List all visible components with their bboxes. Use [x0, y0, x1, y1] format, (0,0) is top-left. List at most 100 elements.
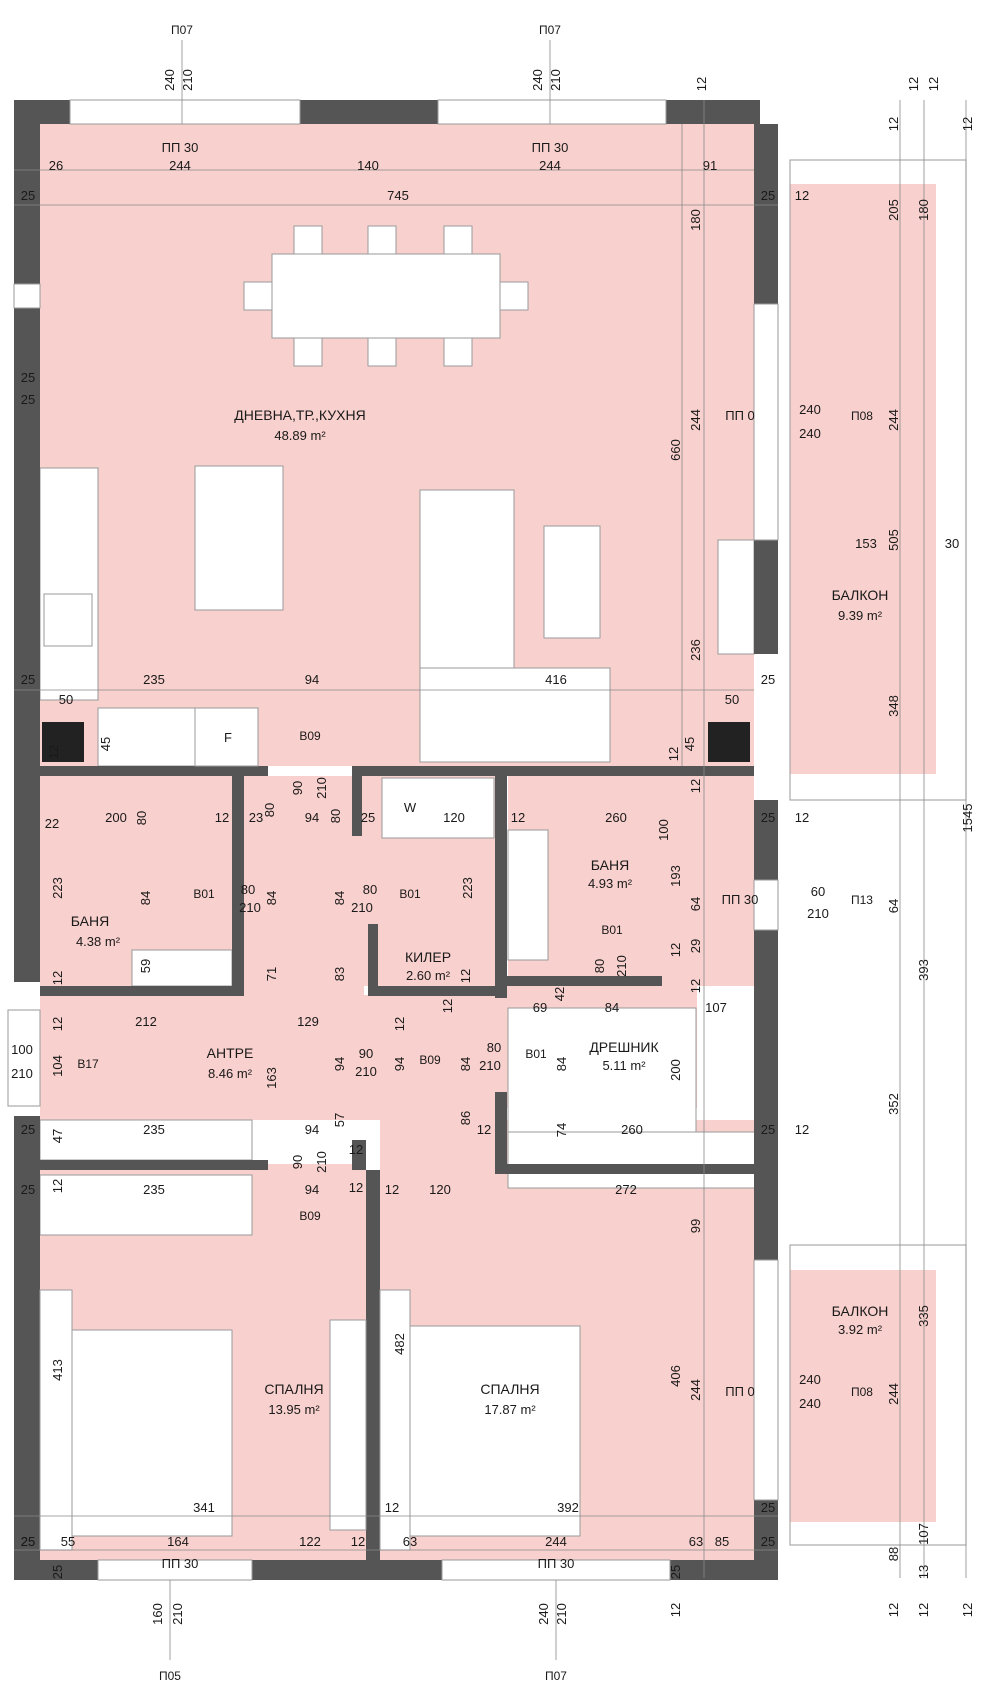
wall-right-lower1	[754, 800, 778, 880]
wall-storage-left2	[368, 924, 378, 990]
window-top-right	[437, 99, 667, 125]
dim-label: 59	[138, 959, 153, 973]
dim-label: 25	[21, 672, 35, 687]
dim-label: 91	[703, 158, 717, 173]
chair	[293, 337, 323, 367]
dim-label: 80	[487, 1040, 501, 1055]
window-tag-right-small: П13	[851, 893, 873, 907]
dim-label: 80	[328, 809, 343, 823]
dim-label: 104	[50, 1055, 65, 1077]
storage-area: 2.60 m²	[406, 968, 451, 983]
dim-label: 240	[799, 402, 821, 417]
dim-label: 244	[886, 409, 901, 431]
wall-top-left	[14, 100, 70, 124]
door-tag-closet: B01	[525, 1047, 547, 1061]
dim-label: 25	[21, 188, 35, 203]
balcony-top-fill	[790, 184, 936, 774]
bath-left-name: БАНЯ	[71, 913, 109, 929]
window-top-left	[69, 99, 301, 125]
window-frames	[7, 99, 779, 1581]
dim-label: 64	[688, 897, 703, 911]
wall-closet-bottom	[495, 1164, 755, 1174]
dim-label: 63	[403, 1534, 417, 1549]
wall-storage-left	[352, 776, 362, 836]
dim-label: 12	[351, 1534, 365, 1549]
dim-label: 352	[886, 1093, 901, 1115]
dim-label: 12	[906, 77, 921, 91]
shafts	[42, 722, 750, 762]
tall-cabinet	[717, 539, 755, 655]
door-tag-hall: B09	[419, 1053, 441, 1067]
dim-label: 12	[795, 1122, 809, 1137]
dim-label: 94	[332, 1057, 347, 1071]
sill-bottom-left: ПП 30	[162, 1556, 199, 1571]
hall-area: 8.46 m²	[208, 1066, 253, 1081]
dim-label: 348	[886, 695, 901, 717]
dim-label: 90	[290, 781, 305, 795]
dim-label: 12	[458, 969, 473, 983]
dim-label: 83	[332, 967, 347, 981]
dim-label: 29	[688, 939, 703, 953]
dim-label: 341	[193, 1500, 215, 1515]
dim-label: 25	[21, 1534, 35, 1549]
dim-label: 223	[460, 877, 475, 899]
dim-label: 25	[761, 1500, 775, 1515]
door-tag-kitchen: B09	[299, 729, 321, 743]
dim-label: 94	[305, 1122, 319, 1137]
bedroom-right-area: 17.87 m²	[484, 1402, 536, 1417]
sill-right-small: ПП 30	[722, 892, 759, 907]
dim-label: 12	[50, 1017, 65, 1031]
dim-label: 244	[545, 1534, 567, 1549]
wall-closet-left	[495, 1092, 507, 1172]
kitchen-counter-left	[39, 467, 99, 701]
wall-bath-left-right	[232, 776, 244, 986]
dim-label: 153	[855, 536, 877, 551]
balcony-top-area: 9.39 m²	[838, 608, 883, 623]
dim-label: 240	[799, 1372, 821, 1387]
dim-label: 12	[886, 1603, 901, 1617]
dim-label: 210	[548, 69, 563, 91]
dim-label: 164	[167, 1534, 189, 1549]
dim-label: 13	[916, 1565, 931, 1579]
door-tag-bedroom: B09	[299, 1209, 321, 1223]
dim-label: 84	[605, 1000, 619, 1015]
chair	[443, 337, 473, 367]
dim-label: 25	[761, 1122, 775, 1137]
wall-left-upper	[14, 124, 40, 284]
sill-right-upper: ПП 0	[725, 408, 755, 423]
sill-top-right: ПП 30	[532, 140, 569, 155]
wall-top-right	[666, 100, 760, 124]
dim-label: 210	[479, 1058, 501, 1073]
window-tag-bottom-left: П05	[159, 1669, 181, 1683]
closet-area: 5.11 m²	[602, 1058, 646, 1073]
dim-label: 25	[761, 1534, 775, 1549]
bedroom-left-area: 13.95 m²	[268, 1402, 320, 1417]
dim-label: 80	[592, 959, 607, 973]
chair	[367, 337, 397, 367]
wall-right-mid	[754, 540, 778, 654]
sill-right-lower: ПП 0	[725, 1384, 755, 1399]
bath-right-name: БАНЯ	[591, 857, 629, 873]
dim-label: 660	[668, 439, 683, 461]
dim-label: 12	[694, 77, 709, 91]
wall-left-lower2	[14, 1116, 40, 1576]
dim-label: 30	[945, 536, 959, 551]
dim-label: 64	[886, 899, 901, 913]
wall-bottom-right	[670, 1560, 778, 1580]
window-tag-bottom-right: П07	[545, 1669, 567, 1683]
dim-label: 71	[264, 967, 279, 981]
balcony-top-name: БАЛКОН	[832, 587, 889, 603]
coffee-table	[543, 525, 601, 639]
door-tag-storage: B01	[399, 887, 421, 901]
fridge	[194, 707, 259, 767]
dim-label: 210	[807, 906, 829, 921]
dim-label: 12	[440, 999, 455, 1013]
wardrobe-right	[379, 1289, 411, 1551]
wall-bath-right-left	[495, 776, 507, 998]
dim-label: 12	[666, 747, 681, 761]
dim-label: 12	[511, 810, 525, 825]
dim-label: 505	[886, 529, 901, 551]
dim-label: 25	[21, 1122, 35, 1137]
dim-label: 260	[605, 810, 627, 825]
dim-label: 406	[668, 1365, 683, 1387]
